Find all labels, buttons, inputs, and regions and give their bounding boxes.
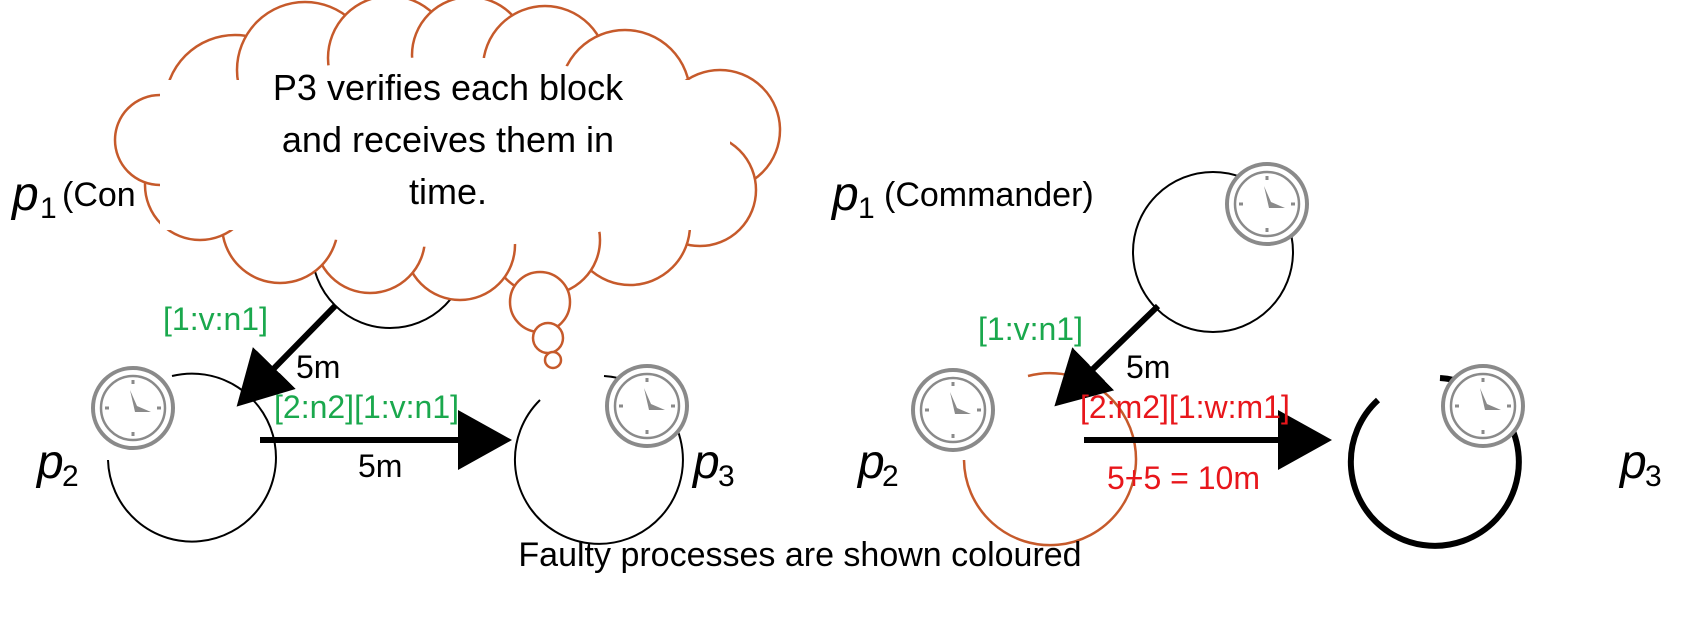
left-p2-label: p 2	[35, 436, 79, 493]
right-p2-clock-icon	[911, 368, 995, 452]
svg-text:p: p	[856, 436, 885, 489]
right-arrow-p1-p2	[1054, 303, 1161, 407]
right-delay-p2-p3: 5+5 = 10m	[1107, 460, 1260, 496]
right-p1-label: p 1 (Commander)	[830, 168, 1094, 225]
left-p3-clock-icon	[605, 364, 689, 448]
thought-line-2: and receives them in	[282, 119, 614, 160]
svg-text:p: p	[691, 436, 720, 489]
thought-line-1: P3 verifies each block	[273, 67, 624, 108]
left-arrow-p1-p2	[236, 303, 338, 407]
left-p2-node	[107, 372, 277, 543]
left-msg-p1-p2: [1:v:n1]	[163, 301, 268, 337]
svg-text:3: 3	[718, 460, 735, 493]
svg-text:p: p	[830, 168, 859, 221]
left-scenario: [1:v:n1] 5m [2:n2][1:v:n1] 5m p 1 (Con p…	[10, 168, 735, 545]
left-p2-clock-icon	[91, 366, 175, 450]
svg-text:2: 2	[62, 460, 79, 493]
thought-cloud: P3 verifies each block and receives them…	[113, 0, 782, 370]
right-scenario: [1:v:n1] 5m [2:m2][1:w:m1] 5+5 = 10m p 1…	[830, 162, 1662, 549]
left-p1-label: p 1 (Con	[10, 168, 136, 225]
right-p3-label: p 3	[1618, 436, 1662, 493]
svg-text:p: p	[10, 168, 39, 221]
svg-text:(Con: (Con	[62, 176, 136, 214]
svg-text:2: 2	[882, 460, 899, 493]
thought-line-3: time.	[409, 171, 487, 212]
right-msg-p2-p3: [2:m2][1:w:m1]	[1080, 389, 1290, 425]
left-delay-p2-p3: 5m	[358, 448, 402, 484]
right-p1-clock-icon	[1225, 162, 1309, 246]
left-p3-label: p 3	[691, 436, 735, 493]
svg-text:1: 1	[40, 192, 57, 225]
left-msg-p2-p3: [2:n2][1:v:n1]	[274, 389, 459, 425]
right-p2-label: p 2	[856, 436, 899, 493]
svg-text:3: 3	[1645, 460, 1662, 493]
right-delay-p1-p2: 5m	[1126, 349, 1170, 385]
left-delay-p1-p2: 5m	[296, 349, 340, 385]
caption: Faulty processes are shown coloured	[518, 536, 1081, 574]
svg-text:p: p	[1618, 436, 1647, 489]
right-p3-clock-icon	[1441, 364, 1525, 448]
svg-text:(Commander): (Commander)	[884, 176, 1094, 214]
svg-text:p: p	[35, 436, 64, 489]
right-msg-p1-p2: [1:v:n1]	[978, 311, 1083, 347]
right-p1-node	[1132, 171, 1294, 333]
svg-text:1: 1	[858, 192, 875, 225]
